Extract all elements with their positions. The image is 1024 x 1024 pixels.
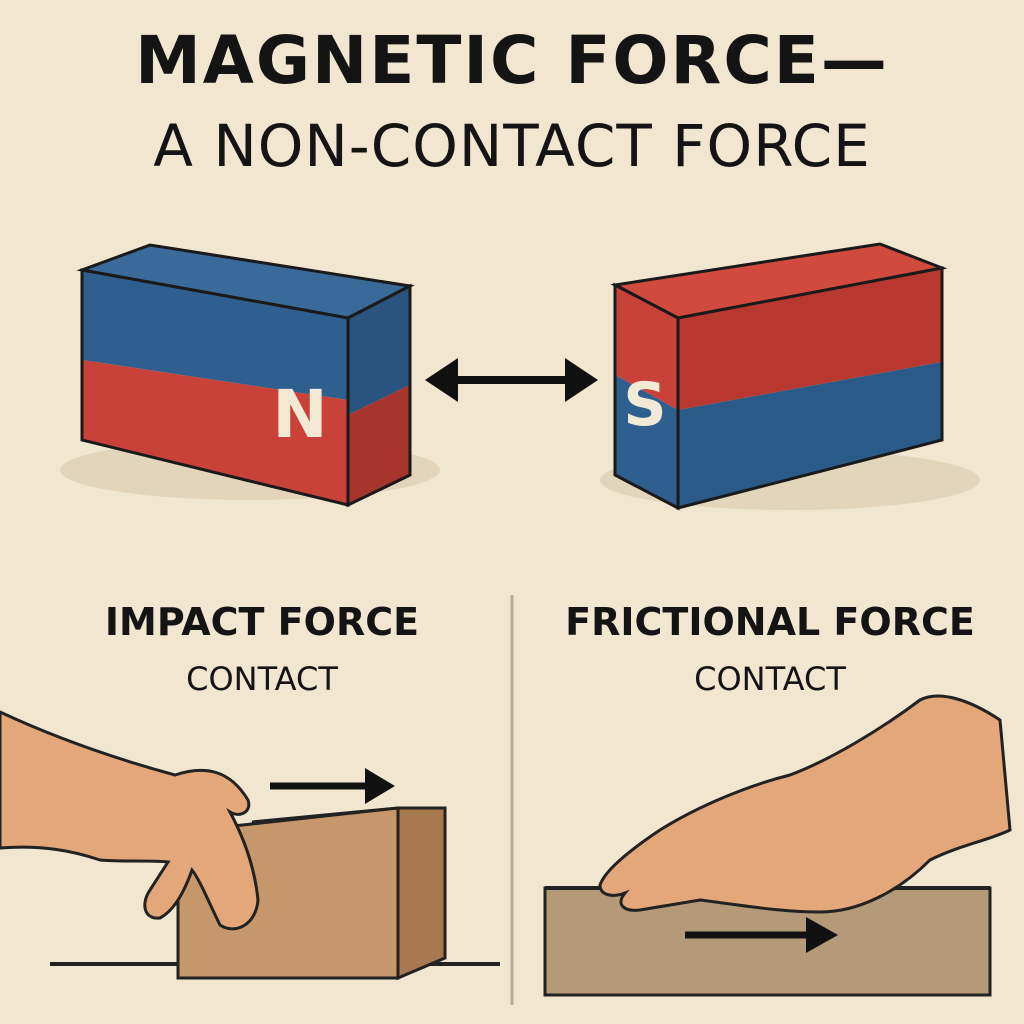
impact-force-subtitle: CONTACT (186, 660, 338, 698)
box-side (396, 806, 447, 981)
impact-scene (0, 710, 500, 981)
south-pole-label: S (623, 370, 666, 440)
right-arrow-icon (270, 768, 395, 804)
hand-icon (0, 710, 260, 931)
north-pole-label: N (272, 376, 327, 453)
double-arrow-icon (425, 358, 598, 402)
frictional-force-subtitle: CONTACT (694, 660, 846, 698)
title-line-2: A NON-CONTACT FORCE (153, 112, 871, 180)
right-magnet-side-red (615, 285, 678, 410)
left-magnet-side-red (348, 385, 410, 505)
left-magnet-front-blue (82, 270, 348, 400)
left-magnet-front-red (82, 360, 348, 505)
right-magnet-front-red (678, 268, 942, 410)
right-magnet: S (610, 242, 948, 511)
friction-scene (543, 694, 1012, 997)
right-arrow-icon (685, 917, 838, 953)
right-magnet-side-blue (615, 375, 678, 508)
hand-icon (598, 694, 1012, 914)
frictional-force-title: FRICTIONAL FORCE (565, 600, 975, 644)
impact-force-title: IMPACT FORCE (104, 600, 420, 644)
title-line-1: MAGNETIC FORCE— (135, 22, 889, 99)
left-magnet-side-blue (348, 286, 410, 415)
left-magnet: N (76, 243, 415, 508)
right-magnet-front-blue (678, 362, 942, 508)
